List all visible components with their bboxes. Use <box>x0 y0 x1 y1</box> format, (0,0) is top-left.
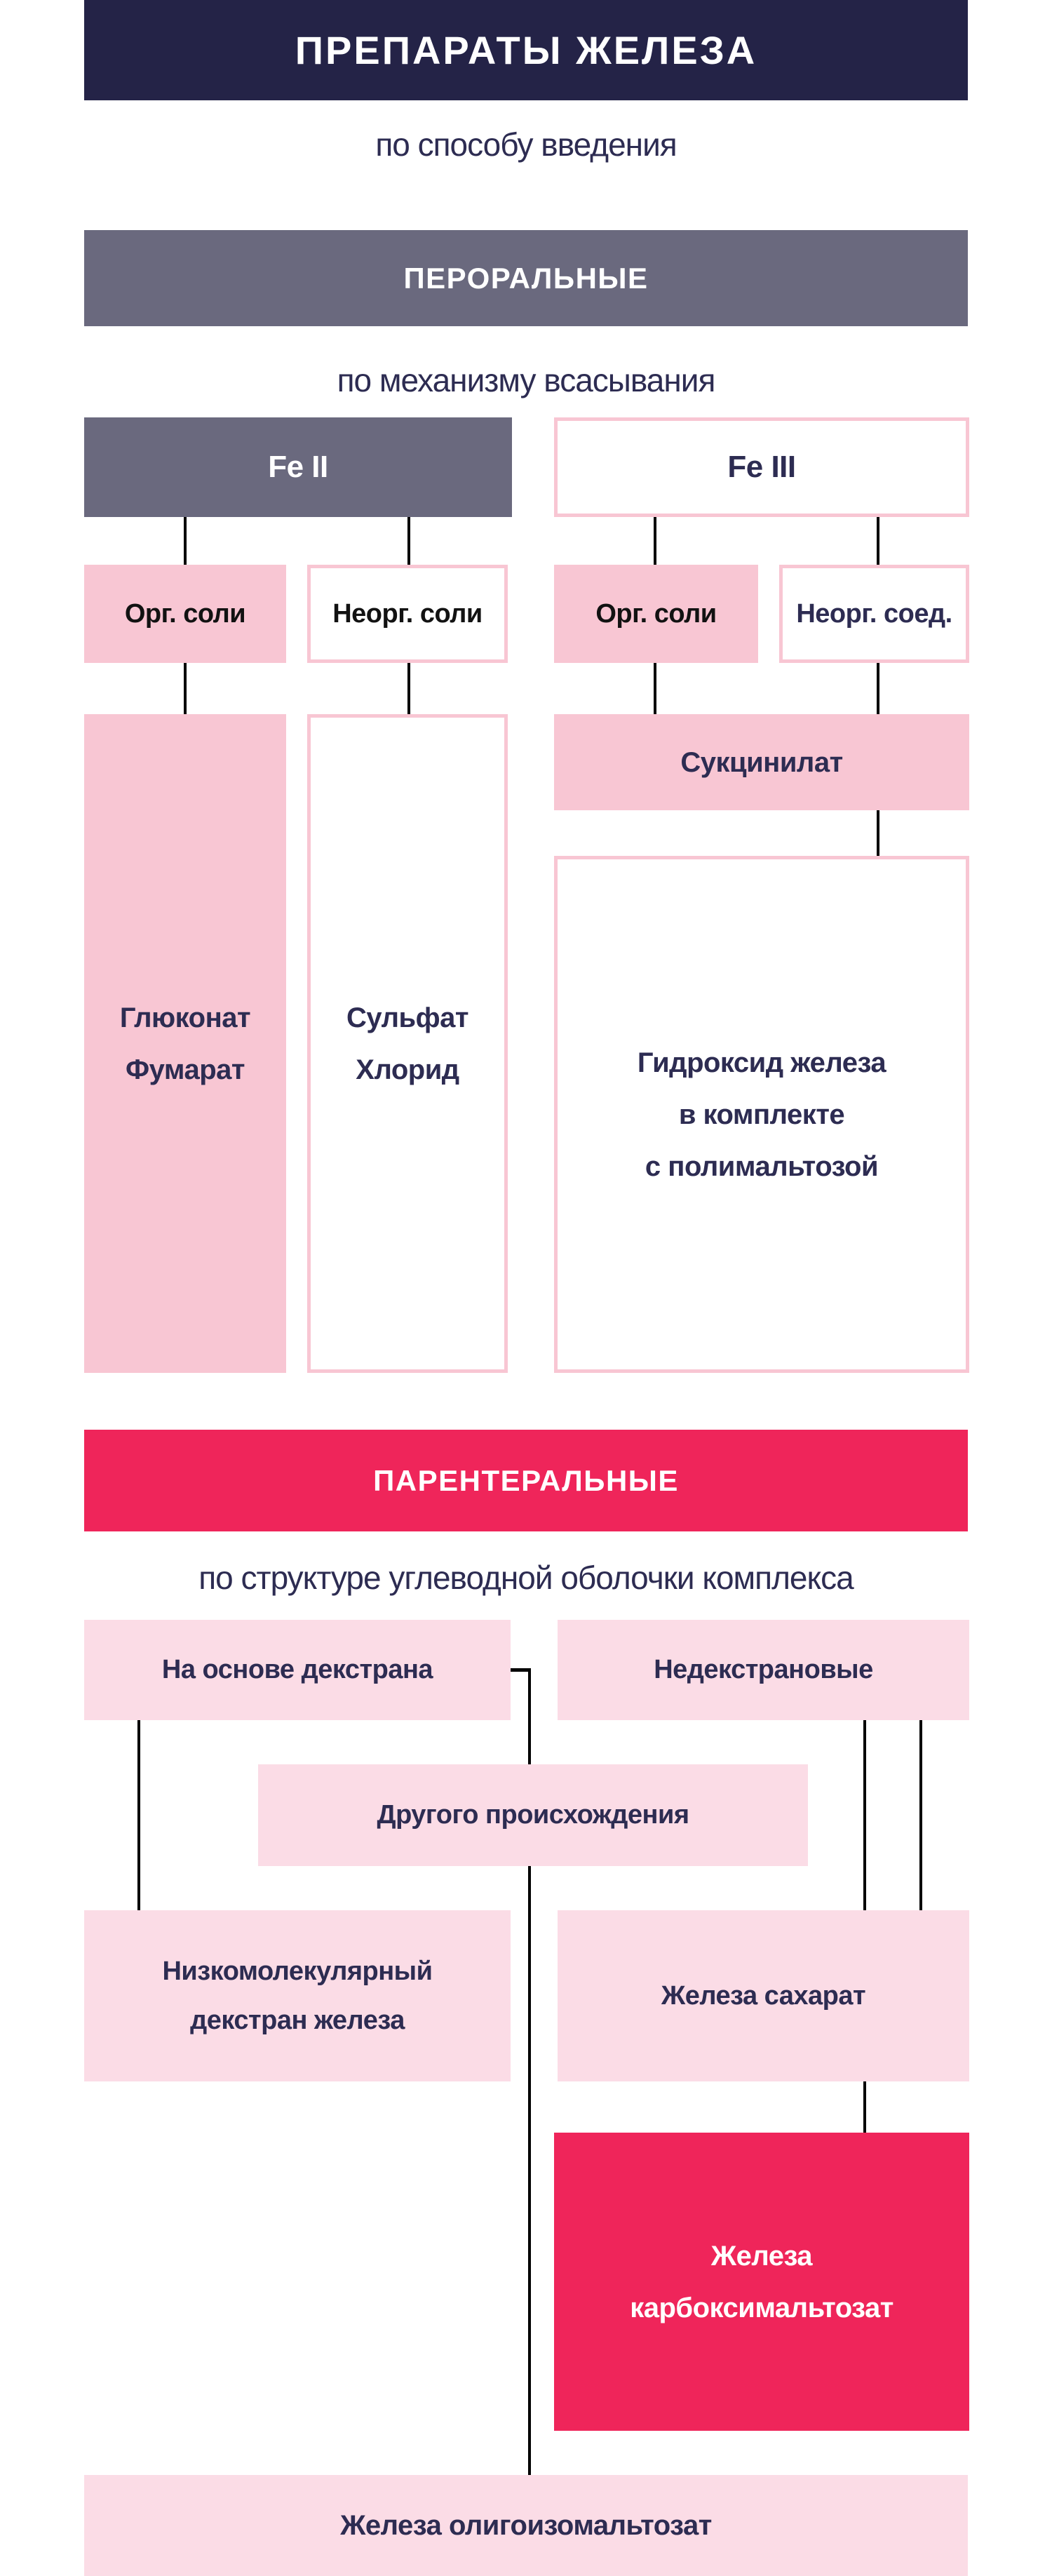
connector-fe3-org-salts <box>654 517 656 565</box>
node-dextran-based: На основе декстрана <box>84 1620 511 1720</box>
node-fe3: Fe III <box>554 417 969 517</box>
connector-nondextran-sucrose-left <box>863 1720 866 1910</box>
connector-inorg-compounds-succinylate <box>877 663 879 714</box>
node-iron-carboxymaltose: Железа карбоксимальтозат <box>554 2133 969 2431</box>
classification-subtitle-absorption: по механизму всасывания <box>337 362 716 398</box>
connector-fe3-inorg-compounds <box>877 517 879 565</box>
node-gluconate-fumarate: Глюконат Фумарат <box>84 714 286 1373</box>
connector-inorg-salts-sulfate <box>407 663 410 714</box>
classification-subtitle-route: по способу введения <box>375 126 677 163</box>
connector-nondextran-sucrose-right <box>919 1720 922 1910</box>
connector-org-salts-gluconate <box>184 663 187 714</box>
connector-succinylate-hydroxide <box>877 810 879 856</box>
node-lmw-iron-dextran: Низкомолекулярный декстран железа <box>84 1910 511 2081</box>
section-header-oral: ПЕРОРАЛЬНЫЕ <box>84 230 968 326</box>
node-iron-sucrose: Железа сахарат <box>558 1910 969 2081</box>
connector-other-oligoisomaltose <box>528 1866 531 2475</box>
node-fe2-inorganic-salts: Неорг. соли <box>307 565 508 663</box>
connector-dextran-other <box>528 1668 531 1764</box>
section-header-parenteral: ПАРЕНТЕРАЛЬНЫЕ <box>84 1430 968 1531</box>
connector-sucrose-carboxymaltose <box>863 2081 866 2133</box>
node-fe3-organic-salts: Орг. соли <box>554 565 758 663</box>
node-fe3-inorganic-compounds: Неорг. соед. <box>779 565 969 663</box>
node-other-origin: Другого происхождения <box>258 1764 808 1866</box>
connector-fe2-inorg-salts <box>407 517 410 565</box>
node-fe2: Fe II <box>84 417 512 517</box>
node-fe2-organic-salts: Орг. соли <box>84 565 286 663</box>
node-non-dextran: Недекстрановые <box>558 1620 969 1720</box>
node-iron-oligoisomaltose: Железа олигоизомальтозат <box>84 2475 968 2576</box>
node-sulfate-chloride: Сульфат Хлорид <box>307 714 508 1373</box>
classification-subtitle-carbohydrate-shell: по структуре углеводной оболочки комплек… <box>198 1559 854 1596</box>
connector-org-salts-succinylate <box>654 663 656 714</box>
connector-dextran-lmw <box>137 1720 140 1910</box>
page-title: ПРЕПАРАТЫ ЖЕЛЕЗА <box>84 0 968 100</box>
node-iron-hydroxide-polymaltose: Гидроксид железа в комплекте с полимальт… <box>554 856 969 1373</box>
connector-fe2-org-salts <box>184 517 187 565</box>
node-succinylate: Сукцинилат <box>554 714 969 810</box>
connector-dextran-other-stub <box>511 1668 531 1672</box>
